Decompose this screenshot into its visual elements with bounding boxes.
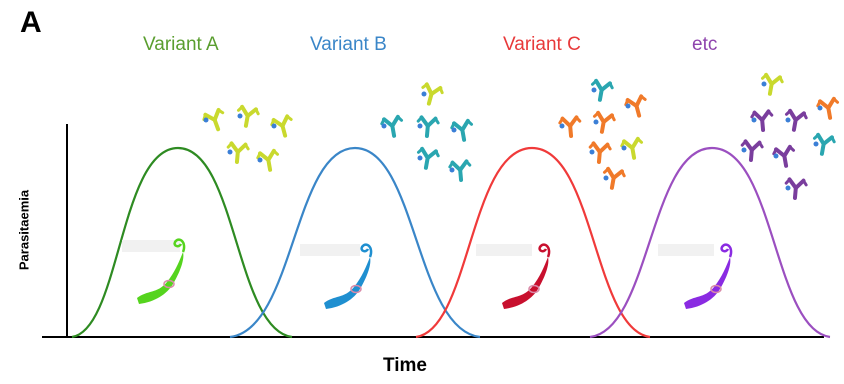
antigen-dot: [773, 153, 779, 159]
antigen-dot: [761, 81, 767, 87]
faint-label-etc: [658, 244, 714, 256]
antigen-dot: [421, 91, 427, 97]
antigen-dot: [785, 117, 791, 123]
antigen-dot: [589, 149, 595, 155]
antigen-dot: [785, 185, 791, 191]
antigen-dot: [559, 123, 565, 129]
antigen-dot: [449, 167, 455, 173]
antigen-dot: [751, 117, 757, 123]
label-variant-b: Variant B: [310, 34, 387, 55]
antigen-dot: [621, 145, 627, 151]
x-axis-label: Time: [382, 355, 428, 376]
curve-variant-c: [415, 146, 651, 339]
antigen-dot: [227, 149, 233, 155]
antigen-dot: [817, 105, 823, 111]
faint-label-b: [300, 244, 360, 256]
antigen-dot: [451, 127, 457, 133]
antigen-dot: [813, 141, 819, 147]
label-variant-c: Variant C: [503, 34, 581, 55]
curve-variant-etc: [589, 146, 831, 339]
y-axis-label: Parasitaemia: [16, 189, 32, 271]
curve-variant-a: [71, 146, 293, 339]
antibody-cluster-c: [557, 78, 651, 192]
parasite-variant-b: [324, 243, 373, 309]
panel-letter: A: [20, 6, 42, 39]
antigen-dot: [203, 117, 209, 123]
antigen-dot: [237, 113, 243, 119]
antibody-cluster-b: [379, 81, 476, 183]
label-variant-etc: etc: [692, 34, 718, 55]
antibody-cluster-etc: [738, 72, 842, 201]
antigen-dot: [593, 119, 599, 125]
label-variant-a: Variant A: [143, 34, 219, 55]
antigen-dot: [271, 123, 277, 129]
parasite-variant-etc: [684, 243, 733, 309]
curve-variant-b: [229, 146, 481, 339]
antigen-dot: [417, 155, 423, 161]
antigen-dot: [741, 147, 747, 153]
antigen-dot: [417, 123, 423, 129]
antigen-dot: [625, 103, 631, 109]
antigen-dot: [591, 87, 597, 93]
antigen-dot: [381, 123, 387, 129]
antibody-cluster-a: [200, 104, 297, 174]
parasite-variant-c: [502, 243, 551, 309]
parasite-variant-a: [137, 238, 186, 304]
faint-label-a: [122, 240, 180, 252]
faint-label-c: [476, 244, 532, 256]
antigen-dot: [257, 157, 263, 163]
antigen-dot: [603, 175, 609, 181]
